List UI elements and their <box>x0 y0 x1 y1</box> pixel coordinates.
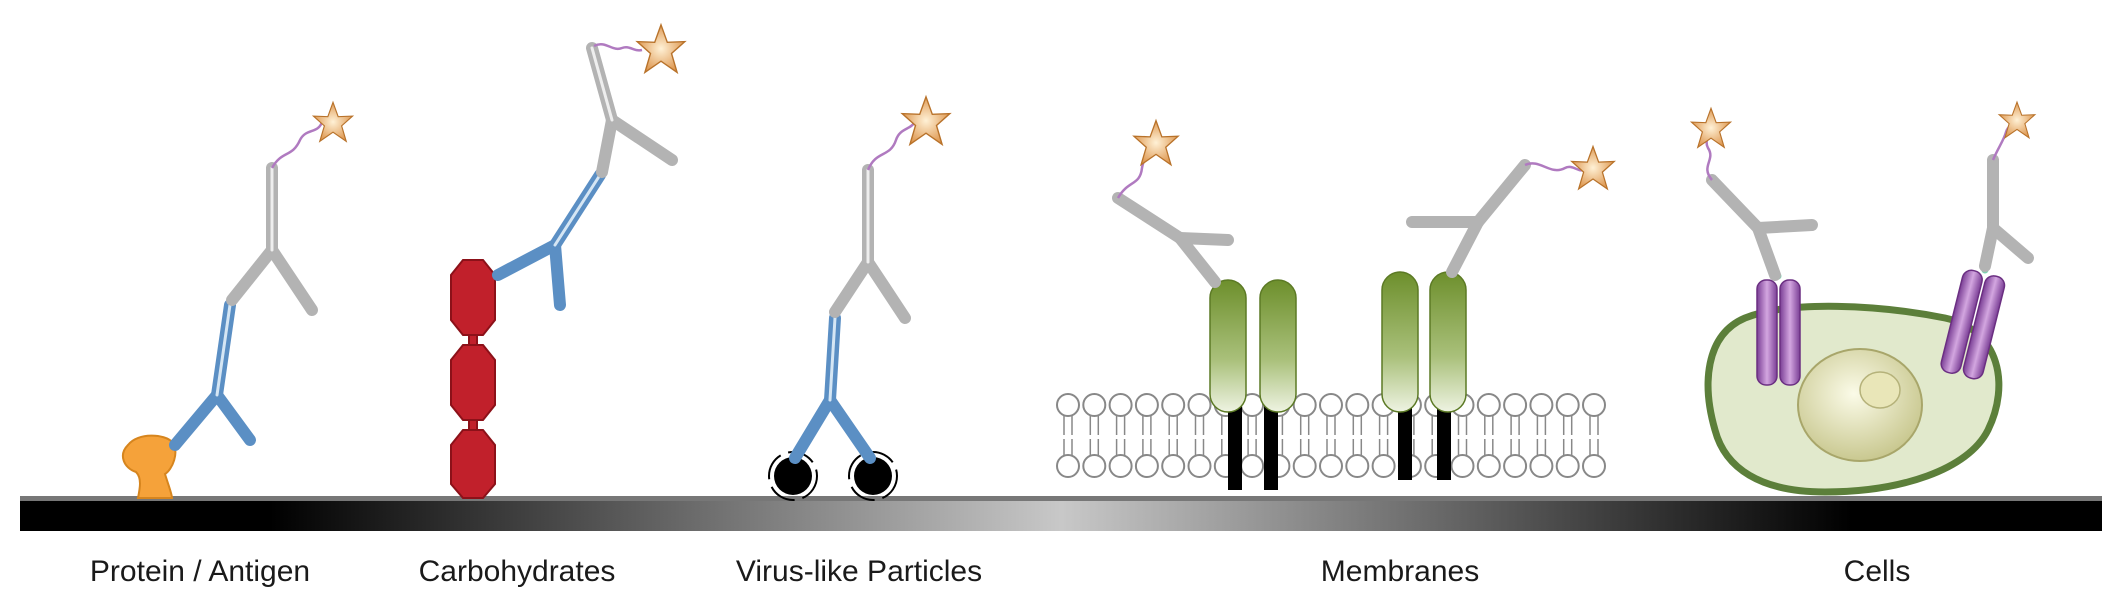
fluorophore-star-icon <box>1690 107 1732 148</box>
fluorophore-star-icon <box>901 96 951 146</box>
lipid-molecule <box>1292 393 1317 478</box>
lipid-molecule <box>1187 393 1212 478</box>
membrane-receptors <box>1209 271 1467 413</box>
lipid-molecule <box>1134 393 1159 478</box>
lipid-molecule <box>1240 393 1265 478</box>
lipid-molecule <box>1345 393 1370 478</box>
lipid-molecule <box>1503 393 1528 478</box>
cell-nucleus <box>1797 348 1923 462</box>
lipid-molecule <box>1319 393 1343 478</box>
cells-group <box>1690 101 2036 496</box>
vlp-group <box>768 96 951 501</box>
label-cells: Cells <box>1843 555 1911 588</box>
fluorophore-star-icon <box>1571 145 1615 190</box>
cell-receptors-right <box>1940 269 2006 380</box>
lipid-molecule <box>1161 393 1186 478</box>
cell-receptors-left <box>1756 279 1801 386</box>
lipid-bilayer <box>1056 393 1606 478</box>
lipid-molecule <box>1082 393 1107 478</box>
lipid-molecule <box>1529 393 1554 478</box>
carbohydrate-chain <box>450 259 496 499</box>
fluorophore-star-icon <box>1133 119 1179 166</box>
lipid-molecule <box>1555 393 1580 478</box>
label-membranes: Membranes <box>1320 555 1480 588</box>
fluorophore-star-icon <box>1998 101 2036 139</box>
fluorophore-star-icon <box>312 101 354 142</box>
label-carbohydrates: Carbohydrates <box>418 555 616 588</box>
label-protein-antigen: Protein / Antigen <box>89 555 311 588</box>
label-virus-like-particles: Virus-like Particles <box>735 555 983 588</box>
antigen-blob <box>121 434 177 499</box>
lipid-molecule <box>1056 393 1080 478</box>
surface-bar <box>20 496 2102 531</box>
fluorophore-star-icon <box>636 24 686 74</box>
lipid-molecule <box>1476 393 1501 478</box>
lipid-molecule <box>1108 393 1133 478</box>
lipid-molecule <box>1582 393 1606 478</box>
membranes-group <box>1056 119 1615 490</box>
carbohydrates-group <box>450 24 686 499</box>
protein-antigen-group <box>121 101 354 499</box>
